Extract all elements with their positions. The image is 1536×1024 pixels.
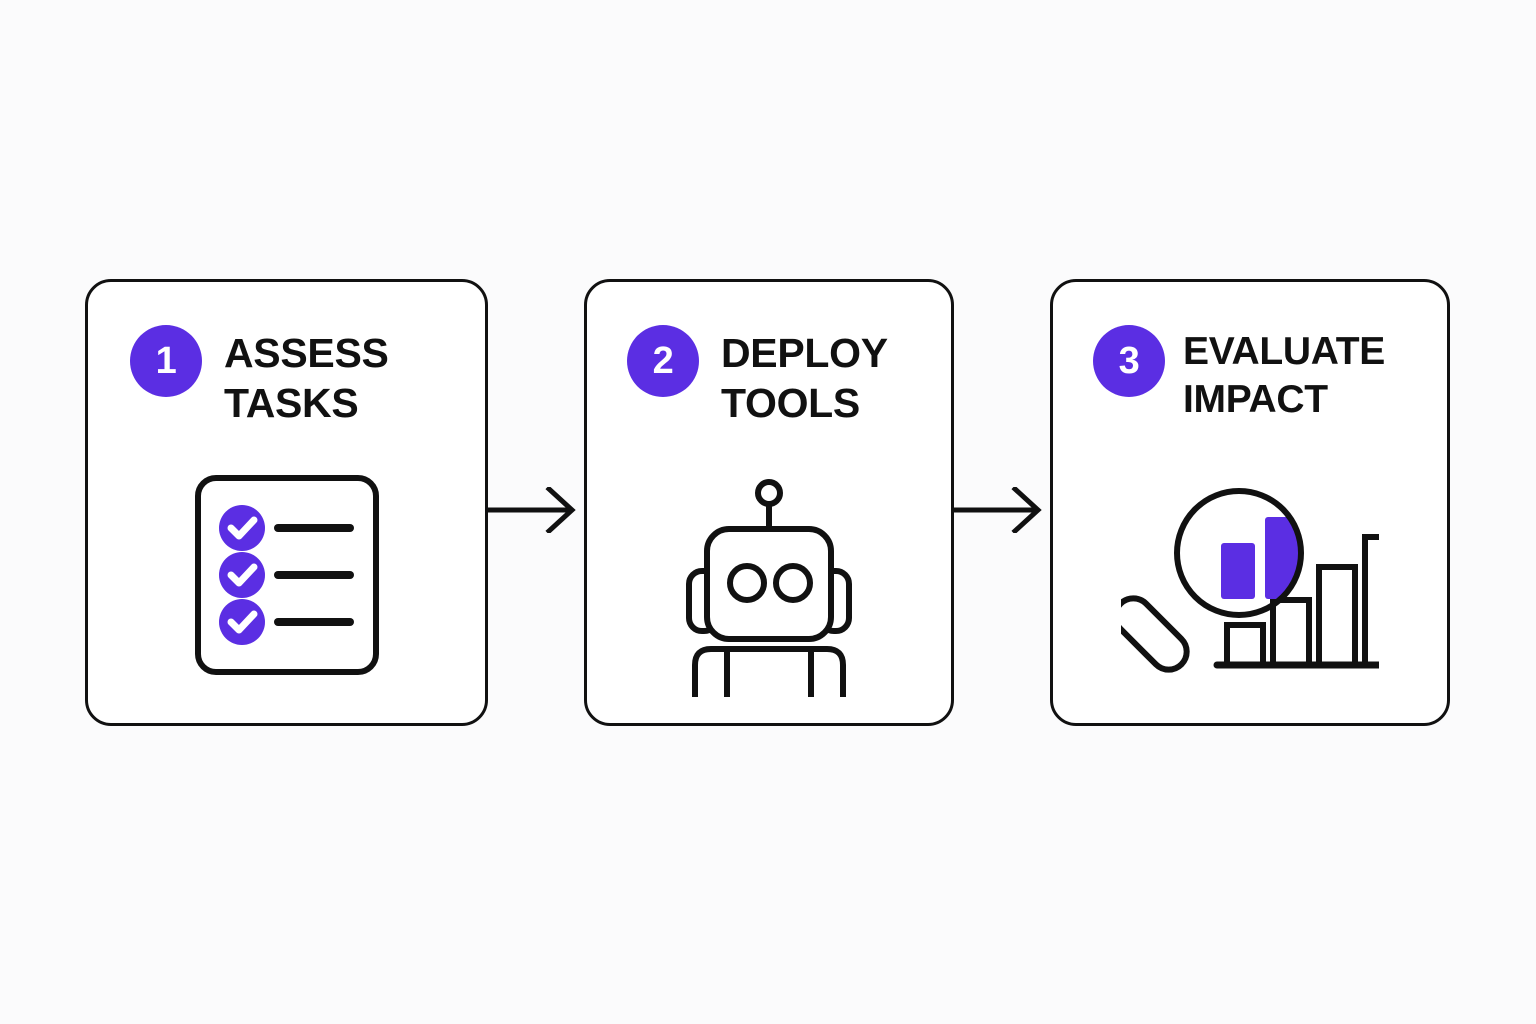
arrow-right-icon: [487, 485, 576, 535]
step-title: DEPLOY TOOLS: [721, 330, 888, 427]
magnifier-handle: [1121, 595, 1190, 673]
step-number-badge: 2: [627, 325, 699, 397]
magnifier-lens: [1174, 488, 1304, 618]
step-card-assess-tasks[interactable]: 1 ASSESS TASKS: [85, 279, 488, 726]
step-header: 2 DEPLOY TOOLS: [587, 325, 951, 428]
magnifier-bar-chart-icon-wrapper: [1053, 485, 1447, 685]
step-header: 1 ASSESS TASKS: [88, 325, 485, 428]
step-card-deploy-tools[interactable]: 2 DEPLOY TOOLS: [584, 279, 954, 726]
connector-arrow-2: [953, 485, 1051, 535]
step-number-badge: 3: [1093, 325, 1165, 397]
step-number-badge: 1: [130, 325, 202, 397]
step-card-evaluate-impact[interactable]: 3 EVALUATE IMPACT: [1050, 279, 1450, 726]
step-title: EVALUATE IMPACT: [1183, 330, 1385, 421]
checklist-icon-wrapper: [88, 474, 485, 676]
robot-icon: [686, 479, 852, 697]
connector-arrow-1: [487, 485, 585, 535]
checklist-icon: [194, 475, 379, 675]
robot-icon-wrapper: [587, 479, 951, 699]
highlighted-bars: [1221, 517, 1299, 599]
magnifier-bar-chart-icon: [1121, 488, 1379, 673]
step-title: ASSESS TASKS: [224, 330, 389, 427]
step-header: 3 EVALUATE IMPACT: [1053, 325, 1447, 423]
bar-chart-bars: [1213, 534, 1379, 669]
arrow-right-icon: [953, 485, 1042, 535]
